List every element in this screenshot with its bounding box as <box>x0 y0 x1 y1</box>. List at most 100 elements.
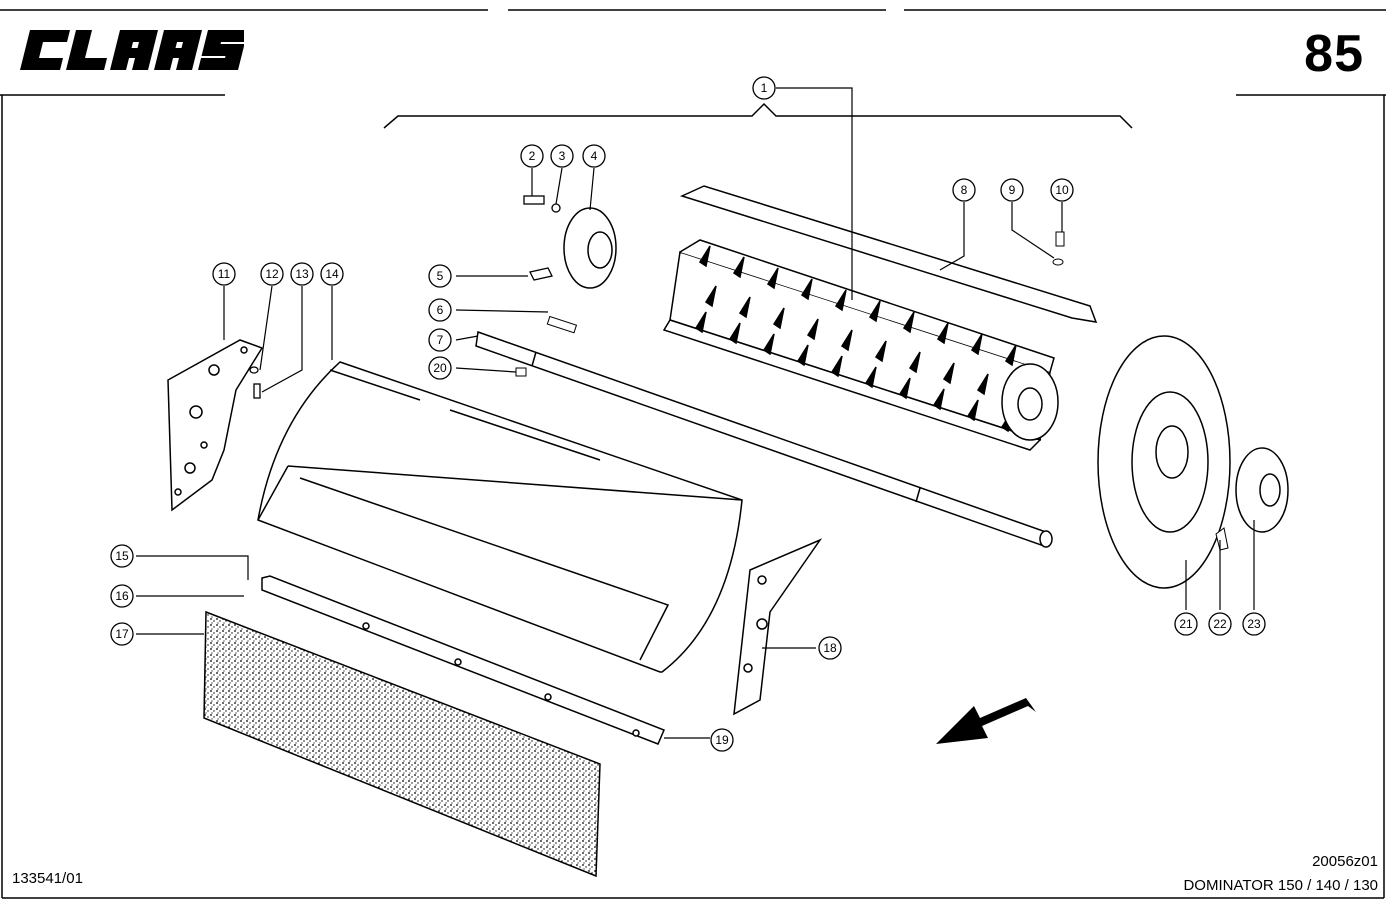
washer-9 <box>1052 258 1064 266</box>
callout-2: 2 <box>520 144 544 168</box>
beater-tooth <box>966 399 979 422</box>
beater-tooth <box>902 311 915 334</box>
beater-tooth <box>806 318 819 341</box>
clip-22 <box>1215 527 1229 551</box>
callout-number: 12 <box>265 267 279 281</box>
callout-23: 23 <box>1242 612 1266 636</box>
callout-number: 22 <box>1213 617 1227 631</box>
beater-tooth <box>908 351 921 374</box>
callout-number: 10 <box>1055 183 1069 197</box>
cover-plate-8 <box>679 185 1098 323</box>
beater-tooth <box>970 333 983 356</box>
set-screw-20 <box>515 367 527 377</box>
callout-number: 13 <box>295 267 309 281</box>
beater-tooth <box>942 362 955 385</box>
figure-code: 20056z01 <box>1312 853 1378 870</box>
callout-10: 10 <box>1050 178 1074 202</box>
beater-tooth <box>796 344 809 367</box>
leader-lines <box>136 87 1255 739</box>
callout-13: 13 <box>290 262 314 286</box>
callout-8: 8 <box>952 178 976 202</box>
bolt-12-13 <box>249 366 261 399</box>
callout-number: 6 <box>437 303 444 317</box>
beater-tooth <box>840 329 853 352</box>
beater-tooth <box>1004 344 1017 367</box>
beater-tooth <box>834 289 847 312</box>
beater-tooth <box>762 333 775 356</box>
callout-number: 8 <box>961 183 968 197</box>
beater-tooth <box>772 307 785 330</box>
side-plate-18 <box>733 538 823 716</box>
beater-tooth <box>874 340 887 363</box>
mounting-strip-19 <box>261 575 665 745</box>
beater-tooth <box>738 296 751 319</box>
callout-21: 21 <box>1174 612 1198 636</box>
shaft-7 <box>475 330 1053 548</box>
model-designation: DOMINATOR 150 / 140 / 130 <box>1183 877 1378 894</box>
callout-number: 16 <box>115 589 129 603</box>
beater-tooth <box>732 256 745 279</box>
callout-1: 1 <box>752 76 776 100</box>
beater-tooth <box>936 322 949 345</box>
callout-17: 17 <box>110 622 134 646</box>
callout-6: 6 <box>428 298 452 322</box>
callout-number: 7 <box>437 333 444 347</box>
callout-number: 5 <box>437 269 444 283</box>
callout-number: 21 <box>1179 617 1193 631</box>
callout-number: 14 <box>325 267 339 281</box>
footer-block: 20056z01 DOMINATOR 150 / 140 / 130 <box>1183 850 1378 898</box>
beater-tooth <box>698 245 711 268</box>
beater-tooth <box>766 267 779 290</box>
callout-number: 3 <box>559 149 566 163</box>
left-bracket-11 <box>167 339 264 512</box>
beater-tooth <box>830 355 843 378</box>
callout-number: 19 <box>715 733 729 747</box>
callout-11: 11 <box>212 262 236 286</box>
callout-18: 18 <box>818 636 842 660</box>
beater-tooth <box>800 278 813 301</box>
beater-tooth <box>932 388 945 411</box>
key-6 <box>546 315 578 334</box>
assembly-brace <box>383 102 1133 129</box>
callout-16: 16 <box>110 584 134 608</box>
bearing-flange-4 <box>563 207 617 289</box>
beater-tooth <box>868 300 881 323</box>
beater-tooth <box>704 285 717 308</box>
callout-22: 22 <box>1208 612 1232 636</box>
callout-9: 9 <box>1000 178 1024 202</box>
callout-number: 18 <box>823 641 837 655</box>
sheet-frame <box>0 9 1386 899</box>
callout-number: 9 <box>1009 183 1016 197</box>
bolt-2-washer-3 <box>523 195 561 281</box>
hub-23 <box>1235 447 1289 533</box>
direction-arrow <box>936 698 1036 744</box>
callout-12: 12 <box>260 262 284 286</box>
beater-tooth <box>864 366 877 389</box>
callout-3: 3 <box>550 144 574 168</box>
callout-20: 20 <box>428 356 452 380</box>
callout-number: 4 <box>591 149 598 163</box>
callout-19: 19 <box>710 728 734 752</box>
callout-15: 15 <box>110 544 134 568</box>
concave-cover-14 <box>257 361 743 673</box>
callout-number: 20 <box>433 361 447 375</box>
page-number: 85 <box>1304 25 1364 83</box>
callout-5: 5 <box>428 264 452 288</box>
beater-tooth <box>694 311 707 334</box>
callout-number: 2 <box>529 149 536 163</box>
beater-drum-1 <box>662 239 1059 451</box>
callout-7: 7 <box>428 328 452 352</box>
callout-number: 1 <box>761 81 768 95</box>
callout-number: 23 <box>1247 617 1261 631</box>
beater-tooth <box>898 377 911 400</box>
end-disc-21 <box>1097 335 1231 589</box>
callout-number: 11 <box>218 267 231 281</box>
beater-tooth <box>976 373 989 396</box>
callout-number: 15 <box>115 549 129 563</box>
rubber-flap-17 <box>203 610 601 878</box>
beater-tooth <box>728 322 741 345</box>
claas-logo <box>20 30 244 70</box>
